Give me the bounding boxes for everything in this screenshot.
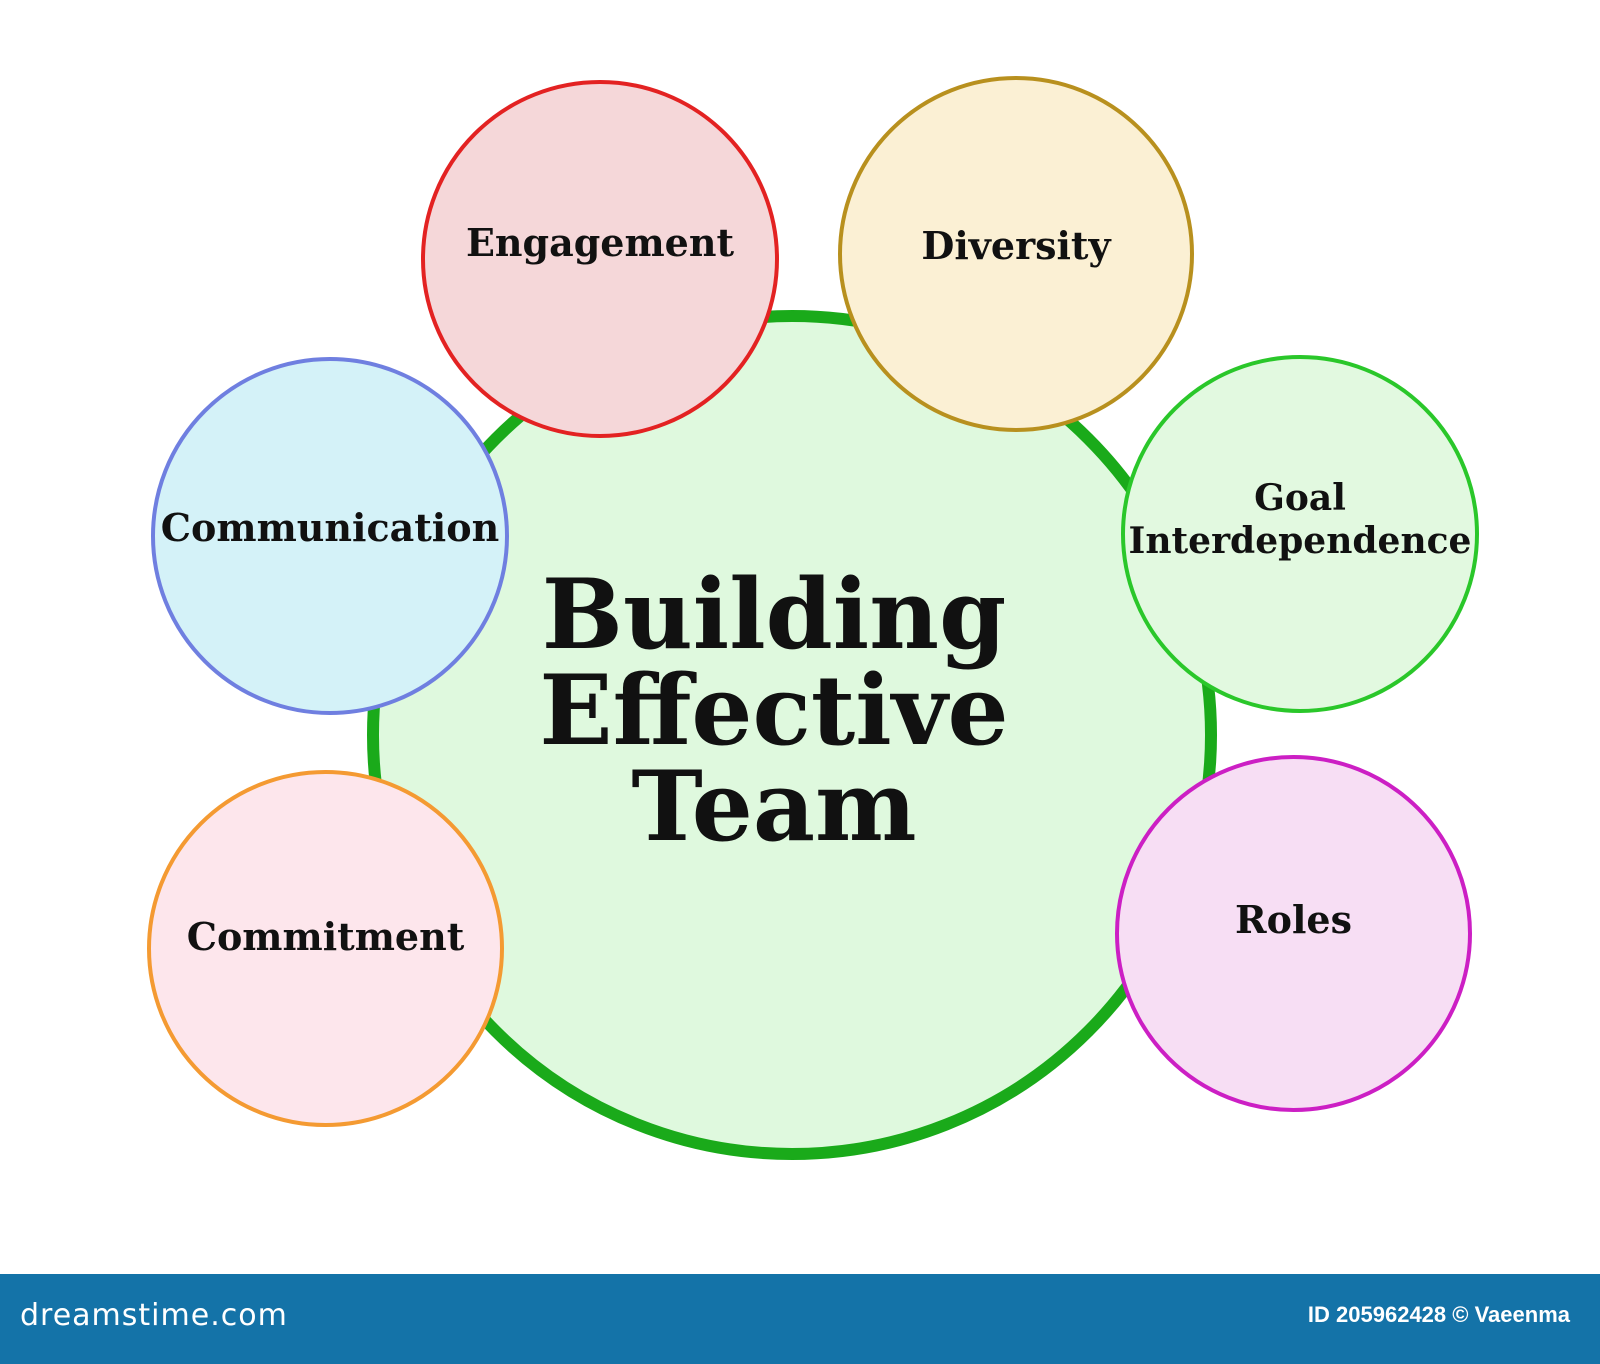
factor-commitment: Commitment bbox=[147, 770, 504, 1127]
factor-communication: Communication bbox=[151, 357, 509, 715]
factor-label-commitment: Commitment bbox=[186, 913, 465, 959]
watermark-footer: dreamstime.com ID 205962428 © Vaeenma bbox=[0, 1274, 1600, 1364]
center-title: Building Effective Team bbox=[539, 558, 1009, 863]
footer-brand: dreamstime.com bbox=[20, 1298, 288, 1333]
factor-label-diversity: Diversity bbox=[921, 223, 1111, 269]
factor-label-communication: Communication bbox=[160, 505, 500, 551]
factor-label-engagement: Engagement bbox=[465, 220, 735, 266]
factor-label-roles: Roles bbox=[1235, 896, 1352, 942]
factor-goal-interdependence: Goal Interdependence bbox=[1121, 355, 1479, 713]
center-circle: Building Effective Team bbox=[367, 310, 1217, 1160]
factor-label-goal-interdependence: Goal Interdependence bbox=[1128, 476, 1472, 562]
footer-credit: ID 205962428 © Vaeenma bbox=[1307, 1302, 1570, 1327]
factor-engagement: Engagement bbox=[421, 80, 779, 438]
factor-diversity: Diversity bbox=[838, 76, 1194, 432]
factor-roles: Roles bbox=[1115, 755, 1472, 1112]
